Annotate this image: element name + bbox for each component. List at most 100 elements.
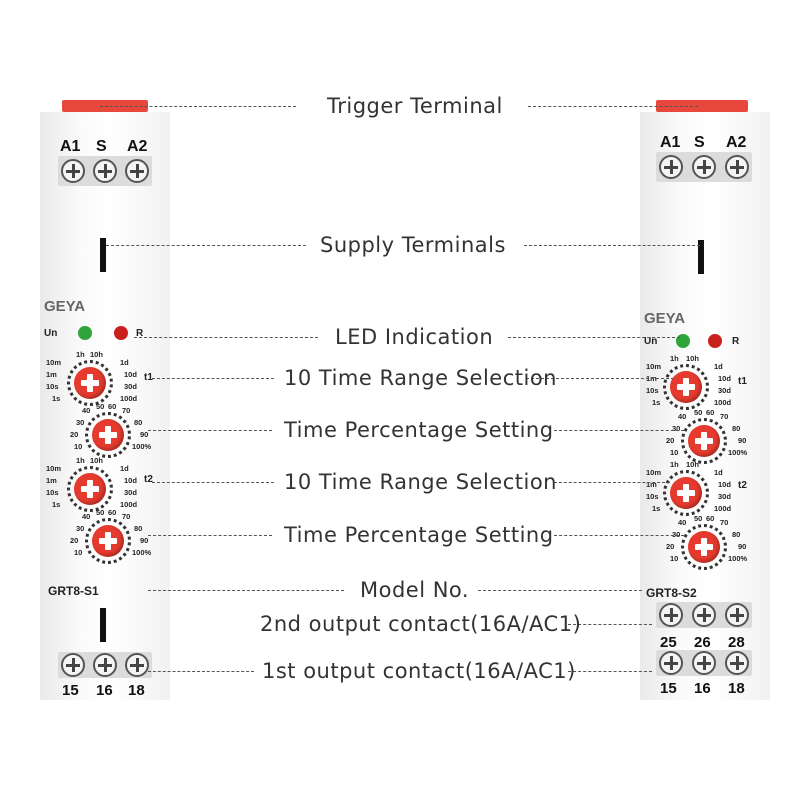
left-t1-dial-ticks	[67, 360, 113, 406]
left-terminal-16-label: 16	[96, 682, 113, 699]
right-t2-label: t2	[738, 480, 747, 491]
left-t1-scale-10m: 10m	[46, 358, 62, 367]
left-t2-range-knob[interactable]	[74, 473, 106, 505]
callout-time-range-1: 10 Time Range Selection	[284, 366, 557, 390]
right-screw-25-icon[interactable]	[659, 603, 683, 627]
callout-model-no: Model No.	[360, 578, 470, 602]
left-screw-a2-icon[interactable]	[125, 159, 149, 183]
left-t1-scale-1s: 1s	[52, 394, 61, 403]
left-t1-scale-100d: 100d	[120, 394, 138, 403]
right-led-red-icon	[708, 334, 722, 348]
right-screw-a2-icon[interactable]	[725, 155, 749, 179]
right-terminal-s-label: S	[694, 134, 705, 151]
right-p1-scale-30: 30	[672, 424, 681, 433]
left-t1-scale-1d: 1d	[120, 358, 129, 367]
right-t1-scale-30d: 30d	[718, 386, 731, 395]
leader-led-right	[508, 337, 680, 338]
left-t1-percentage-knob[interactable]	[92, 419, 124, 451]
left-p1-scale-20: 20	[70, 430, 79, 439]
right-t2-scale-100d: 100d	[714, 504, 732, 513]
right-t2-dial-ticks	[663, 470, 709, 516]
left-din-slot-bottom	[100, 608, 106, 642]
right-screw-s-icon[interactable]	[692, 155, 716, 179]
right-screw-16-icon[interactable]	[692, 651, 716, 675]
leader-pct1-right	[554, 430, 684, 431]
right-terminal-28-label: 28	[728, 634, 745, 651]
right-t2-range-knob[interactable]	[670, 477, 702, 509]
right-p2-scale-20: 20	[666, 542, 675, 551]
leader-trigger-left	[100, 106, 296, 107]
left-p2-scale-30: 30	[76, 524, 85, 533]
left-terminal-a2-label: A2	[127, 138, 148, 155]
right-terminal-25-label: 25	[660, 634, 677, 651]
leader-output1-right	[568, 671, 652, 672]
left-t2-scale-1s: 1s	[52, 500, 61, 509]
right-screw-15-icon[interactable]	[659, 651, 683, 675]
left-p2-scale-10: 10	[74, 548, 83, 557]
leader-range1-right	[526, 378, 674, 379]
left-led-red-icon	[114, 326, 128, 340]
leader-range2-right	[554, 482, 670, 483]
callout-trigger-terminal: Trigger Terminal	[327, 94, 503, 118]
right-t1-percentage-knob[interactable]	[688, 425, 720, 457]
left-p1-dial-ticks	[85, 412, 131, 458]
left-p2-scale-90: 90	[140, 536, 149, 545]
right-t2-percentage-knob[interactable]	[688, 531, 720, 563]
right-t2-scale-1s: 1s	[652, 504, 661, 513]
right-terminal-a1-label: A1	[660, 134, 681, 151]
right-p1-scale-10: 10	[670, 448, 679, 457]
left-screw-15-icon[interactable]	[61, 653, 85, 677]
left-p1-scale-60: 60	[108, 402, 117, 411]
right-t1-range-knob[interactable]	[670, 371, 702, 403]
left-t2-scale-10m: 10m	[46, 464, 62, 473]
right-t2-scale-10m: 10m	[646, 468, 662, 477]
right-t1-scale-10h: 10h	[686, 354, 699, 363]
left-terminal-a1-label: A1	[60, 138, 81, 155]
callout-1st-output-contact: 1st output contact(16A/AC1)	[262, 659, 576, 683]
left-t2-scale-10h: 10h	[90, 456, 103, 465]
right-t1-scale-10d: 10d	[718, 374, 731, 383]
right-p2-scale-80: 80	[732, 530, 741, 539]
right-terminal-a2-label: A2	[726, 134, 747, 151]
left-t2-scale-10d: 10d	[124, 476, 137, 485]
left-led-un-label: Un	[44, 328, 58, 339]
right-terminal-26-label: 26	[694, 634, 711, 651]
left-screw-s-icon[interactable]	[93, 159, 117, 183]
left-t1-range-knob[interactable]	[74, 367, 106, 399]
right-relay: A1 S A2 GEYA Un R 1h 10h 10m 1d 1m 10d 1…	[640, 100, 770, 700]
right-p2-scale-70: 70	[720, 518, 729, 527]
right-led-r-label: R	[732, 336, 740, 347]
right-p2-scale-30: 30	[672, 530, 681, 539]
right-p1-scale-90: 90	[738, 436, 747, 445]
left-t1-scale-10s: 10s	[46, 382, 59, 391]
callout-time-percentage-1: Time Percentage Setting	[284, 418, 554, 442]
left-p2-dial-ticks	[85, 518, 131, 564]
left-terminal-15-label: 15	[62, 682, 79, 699]
left-model-label: GRT8-S1	[48, 584, 99, 598]
left-p1-scale-70: 70	[122, 406, 131, 415]
right-screw-a1-icon[interactable]	[659, 155, 683, 179]
right-screw-26-icon[interactable]	[692, 603, 716, 627]
callout-time-range-2: 10 Time Range Selection	[284, 470, 557, 494]
leader-supply-right	[524, 245, 700, 246]
left-screw-16-icon[interactable]	[93, 653, 117, 677]
right-p1-scale-80: 80	[732, 424, 741, 433]
callout-time-percentage-2: Time Percentage Setting	[284, 523, 554, 547]
right-screw-28-icon[interactable]	[725, 603, 749, 627]
left-p2-scale-70: 70	[122, 512, 131, 521]
left-screw-18-icon[interactable]	[125, 653, 149, 677]
left-terminal-18-label: 18	[128, 682, 145, 699]
right-t2-scale-10d: 10d	[718, 480, 731, 489]
right-screw-18-icon[interactable]	[725, 651, 749, 675]
left-t1-scale-10d: 10d	[124, 370, 137, 379]
right-top-cap	[656, 100, 748, 112]
left-t2-percentage-knob[interactable]	[92, 525, 124, 557]
right-p2-scale-100: 100%	[728, 554, 748, 563]
left-screw-a1-icon[interactable]	[61, 159, 85, 183]
right-t2-scale-10s: 10s	[646, 492, 659, 501]
right-t2-scale-10h: 10h	[686, 460, 699, 469]
leader-led-left	[134, 337, 318, 338]
left-t2-scale-10s: 10s	[46, 488, 59, 497]
left-t2-dial-ticks	[67, 466, 113, 512]
left-p2-scale-50: 50	[96, 508, 105, 517]
